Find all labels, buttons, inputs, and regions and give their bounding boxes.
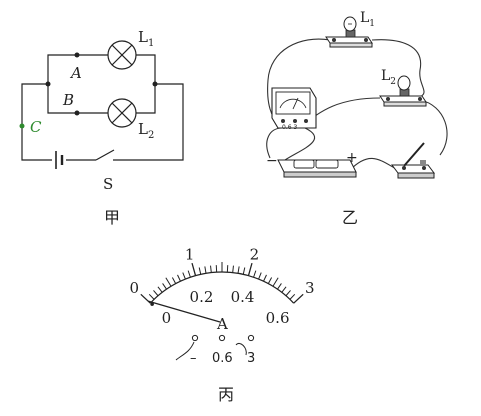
- dial-tick: [232, 265, 234, 273]
- wire-lower-right: [136, 84, 156, 114]
- figure-yi-caption: 乙: [342, 208, 358, 227]
- figure-jia-caption: 甲: [104, 208, 120, 227]
- yi-lamp2-label: L2: [381, 68, 396, 87]
- dial-tick: [285, 290, 291, 297]
- battery-minus-label: −: [266, 153, 278, 169]
- terminal-mid-label: 0.6: [212, 351, 233, 366]
- dial-upper-tick-label: 3: [305, 279, 315, 297]
- ammeter-dial: 0 1 2 3 0 0.2 0.4 0.6: [129, 245, 314, 327]
- junction-b: [74, 110, 80, 116]
- dial-tick: [289, 293, 296, 300]
- dial-upper-tick-label: 2: [250, 245, 260, 263]
- terminal-neg: [191, 334, 199, 342]
- switch-blade: [95, 149, 115, 161]
- switch-device: [391, 142, 435, 179]
- lamp-l1-device: [325, 16, 373, 48]
- dial-tick: [204, 266, 207, 274]
- dial-tick: [237, 266, 240, 274]
- dial-meter-symbol: A: [216, 315, 228, 333]
- dial-tick: [242, 267, 246, 275]
- dial-tick: [153, 290, 159, 297]
- figure-bing-caption: 丙: [218, 385, 234, 404]
- junction-left: [45, 81, 51, 87]
- dial-needle: [147, 300, 221, 323]
- ammeter-terminal-marks: 0.6 3: [282, 124, 297, 131]
- dial-lower-tick-label: 0: [162, 309, 172, 327]
- lamp2-label: L2: [138, 120, 154, 141]
- wire-branch-lower: [47, 84, 108, 114]
- terminal-wire-left: [175, 341, 195, 361]
- wire-yi-2: [371, 39, 425, 98]
- ammeter-device: [271, 87, 317, 129]
- wire-top-right: [113, 54, 184, 161]
- battery-plus-label: +: [346, 150, 358, 166]
- junction-a: [74, 52, 80, 58]
- figure-jia-schematic: [21, 40, 184, 169]
- dial-tick: [162, 283, 167, 290]
- wire-yi-4: [419, 99, 448, 156]
- terminal-wire-right: [235, 342, 247, 356]
- dial-tick: [210, 265, 212, 273]
- junction-right: [152, 81, 158, 87]
- yi-lamp1-label: L1: [360, 10, 375, 29]
- dial-tick: [263, 274, 267, 282]
- dial-tick: [191, 262, 197, 276]
- lamp-l1-symbol: [107, 40, 137, 70]
- dial-tick: [177, 274, 181, 282]
- wire-yi-5: [284, 127, 315, 161]
- dial-tick: [187, 270, 191, 278]
- point-b-label: B: [62, 91, 74, 109]
- terminal-high: [247, 334, 255, 342]
- dial-tick: [277, 283, 282, 290]
- dial-terminals: [175, 334, 255, 361]
- dial-tick: [165, 277, 172, 287]
- switch-label: S: [103, 175, 113, 193]
- dial-tick: [171, 277, 177, 284]
- dial-tick: [258, 272, 262, 280]
- junction-c: [19, 123, 25, 129]
- dial-tick: [148, 293, 155, 300]
- dial-needle-tip: [150, 302, 154, 306]
- dial-tick: [267, 277, 273, 284]
- dial-tick: [293, 293, 304, 304]
- figure-yi-apparatus: L1 L2 0.6 3: [266, 10, 448, 179]
- wire-left-upper: [47, 54, 108, 84]
- dial-tick: [272, 277, 279, 287]
- dial-upper-tick-label: 1: [185, 245, 195, 263]
- lamp1-label: L1: [138, 28, 154, 49]
- dial-upper-tick-label: 0: [129, 279, 139, 297]
- dial-tick: [182, 272, 186, 280]
- dial-lower-tick-label: 0.6: [266, 309, 290, 327]
- dial-scale-arc: [149, 271, 295, 304]
- dial-tick: [157, 286, 163, 293]
- wire-left-down: [21, 83, 52, 161]
- dial-lower-tick-label: 0.2: [190, 288, 214, 306]
- dial-tick: [247, 262, 253, 276]
- dial-tick: [198, 267, 202, 275]
- lamp-l2-device: [379, 75, 427, 107]
- point-c-label: C: [30, 118, 42, 136]
- dial-tick: [281, 286, 287, 293]
- point-a-label: A: [69, 64, 82, 82]
- lamp-l2-symbol: [107, 98, 137, 128]
- terminal-high-label: 3: [247, 351, 255, 366]
- dial-lower-tick-label: 0.4: [231, 288, 255, 306]
- junction-dots: [19, 52, 158, 129]
- battery-holder: [277, 159, 357, 178]
- terminal-neg-label: –: [190, 351, 197, 366]
- terminal-mid: [218, 334, 226, 342]
- dial-tick: [253, 270, 257, 278]
